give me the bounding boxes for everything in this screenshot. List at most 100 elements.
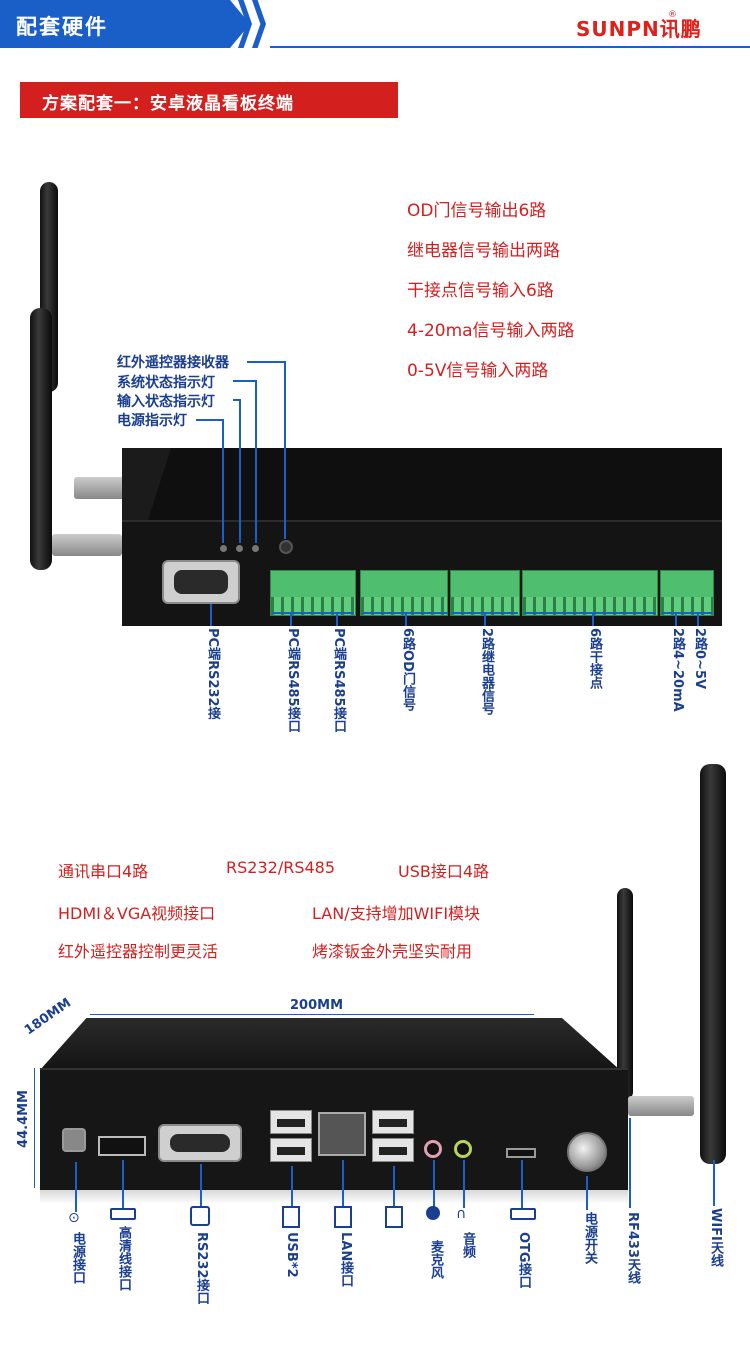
port-label: PC端RS232接 [205,628,220,720]
feature-item: 0-5V信号输入两路 [407,361,549,381]
port-label: RS232接口 [194,1232,209,1305]
leader-line [675,612,677,626]
terminal-block [522,570,658,616]
terminal-block [270,570,356,616]
terminal-block [660,570,714,616]
usb-port [270,1110,312,1134]
device-reflection [40,1190,628,1204]
port-label: PC端RS485接口 [285,628,300,733]
rs232-port [162,560,240,604]
page-header: 配套硬件 SUNPN讯鹏 ® [0,0,750,48]
usb-icon [282,1206,300,1228]
audio-jack [454,1140,472,1158]
feature-item: USB接口4路 [398,862,490,881]
callout-label: 红外遥控器接收器 [117,355,229,371]
usb-icon [385,1206,403,1228]
port-label: 高清线接口 [116,1226,131,1291]
bracket-line [662,612,712,614]
rs232-icon [190,1206,210,1226]
brand-logo-cn: 讯鹏 [659,17,702,41]
feature-item: LAN/支持增加WIFI模块 [312,904,481,923]
leader-line [291,1166,293,1206]
leader-line [233,399,241,401]
port-label: 电源开关 [582,1212,597,1264]
feature-item: 继电器信号输出两路 [407,241,560,261]
leader-line [122,1160,124,1208]
usb-port [372,1110,414,1134]
scheme-badge: 方案配套一：安卓液晶看板终端 [20,82,398,118]
port-label: 6路干接点 [587,628,602,690]
terminal-block [360,570,448,616]
leader-line [284,361,286,539]
power-led [220,545,227,552]
leader-line [336,612,338,626]
device-top-panel [40,1018,620,1070]
chevron-icon [252,0,266,48]
hdmi-icon [110,1208,136,1220]
leader-line [713,1160,715,1206]
antenna-connector [52,534,122,556]
feature-item: 烤漆钣金外壳坚实耐用 [312,942,473,961]
dimension-line [34,1068,35,1188]
port-label: WIFI天线 [708,1208,723,1267]
antenna-connector [74,477,124,499]
usb-port [372,1138,414,1162]
feature-item: 4-20ma信号输入两路 [407,321,575,341]
microphone-jack [424,1140,442,1158]
leader-line [200,1164,202,1208]
header-banner [0,0,250,48]
port-label: 麦克风 [428,1240,443,1279]
leader-line [484,612,486,626]
headphone-icon: ∩ [456,1206,467,1222]
port-label: USB*2 [284,1232,299,1278]
section-title: 配套硬件 [16,15,108,39]
leader-line [290,612,292,626]
lan-icon [334,1206,352,1228]
power-switch [567,1132,607,1172]
leader-line [342,1160,344,1206]
power-jack-port [62,1128,86,1152]
lan-port [318,1112,366,1156]
power-jack-icon: ⊙ [68,1210,80,1226]
port-label: OTG接口 [516,1232,531,1289]
port-label: 2路0~5V [692,628,707,690]
feature-item: HDMI＆VGA视频接口 [58,904,216,923]
usb-port [270,1138,312,1162]
leader-line [239,399,241,543]
logo-area [548,0,750,46]
port-label: 电源接口 [70,1232,85,1284]
antenna-icon [30,308,52,570]
dimension-width: 200MM [290,998,344,1013]
ir-receiver [279,540,293,554]
dimension-line [90,1014,534,1015]
leader-line [196,419,224,421]
bracket-line [272,612,354,614]
callout-label: 电源指示灯 [117,413,187,429]
dimension-depth: 180MM [22,995,75,1039]
otg-port [506,1148,536,1158]
leader-line [393,1166,395,1206]
antenna-icon [617,888,633,1100]
leader-line [405,612,407,626]
leader-line [463,1160,465,1208]
leader-line [210,604,212,626]
leader-line [433,1160,435,1208]
hdmi-port [98,1136,146,1156]
system-status-led [252,545,259,552]
feature-item: 通讯串口4路 [58,862,149,881]
otg-icon [510,1208,536,1220]
callout-label: 输入状态指示灯 [117,394,215,410]
input-status-led [236,545,243,552]
feature-item: 红外遥控器控制更灵活 [58,942,219,961]
rs232-port [158,1124,242,1162]
antenna-connector [628,1096,694,1116]
port-label: 音频 [460,1232,475,1258]
leader-line [75,1162,77,1212]
device-top-panel [148,448,722,520]
leader-line [629,1118,631,1208]
brand-logo-latin: SUNPN [576,17,660,41]
registered-mark: ® [668,10,677,20]
port-label: 6路OD门信号 [400,628,415,711]
port-label: RF433天线 [625,1212,640,1285]
header-rule [270,46,750,48]
